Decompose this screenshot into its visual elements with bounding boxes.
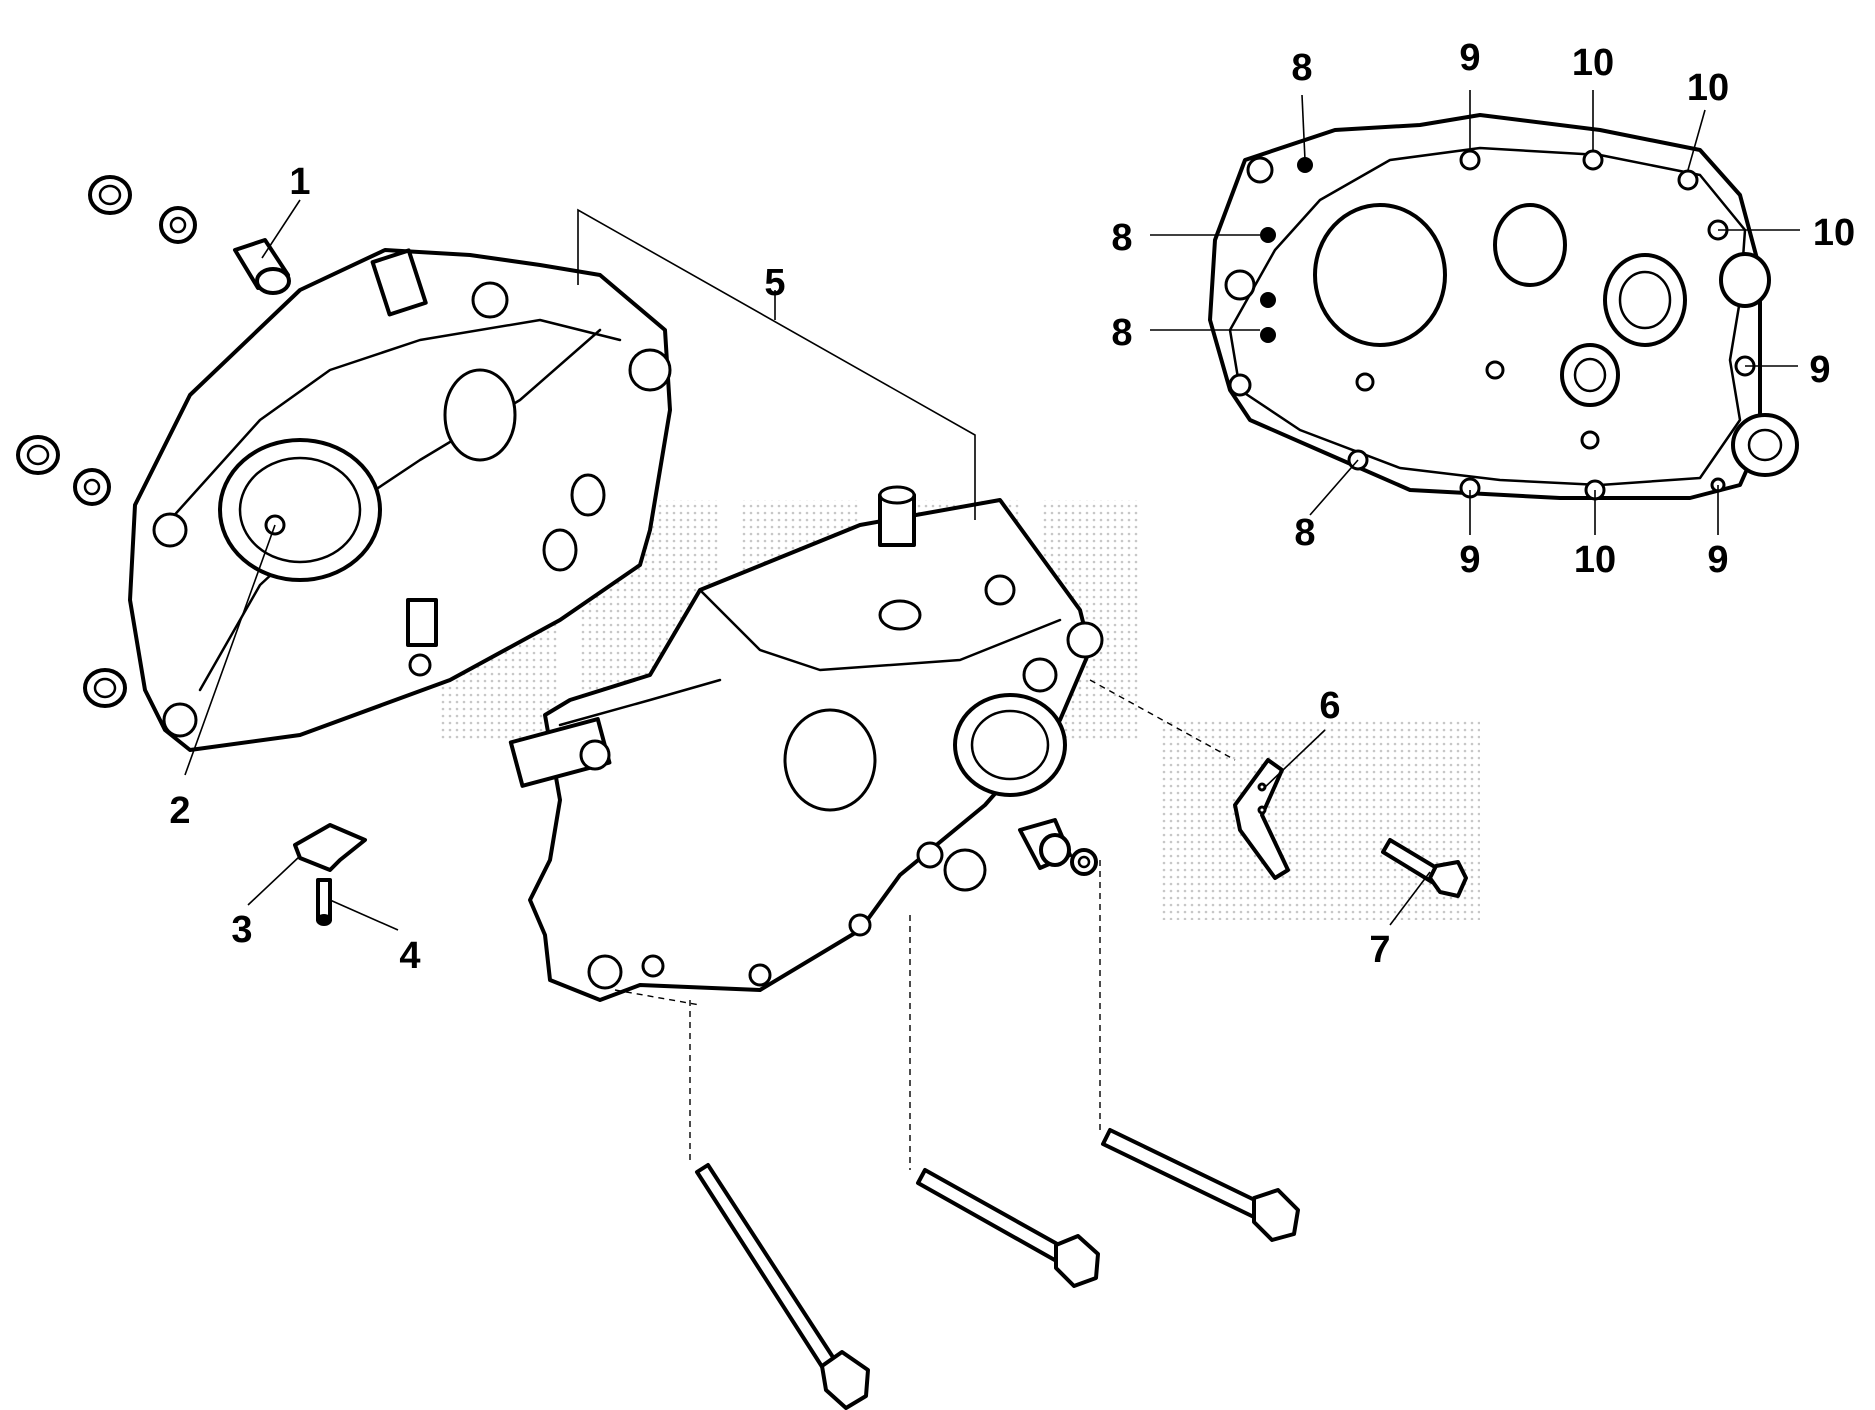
callout-1: 1 <box>289 161 310 203</box>
callout-labels: 1 2 3 4 5 6 7 8 8 8 8 9 9 9 9 10 10 10 1… <box>169 37 1855 977</box>
callout-10-top-left: 10 <box>1572 42 1614 84</box>
callout-9-right: 9 <box>1809 349 1830 391</box>
right-crankcase-cover <box>1208 113 1799 501</box>
callout-leaders <box>184 90 1800 931</box>
callout-9-bottom-left: 9 <box>1459 539 1480 581</box>
cap-and-washer-set <box>16 175 291 708</box>
callout-10-right: 10 <box>1813 212 1855 254</box>
callout-5: 5 <box>764 262 785 304</box>
callout-9-top: 9 <box>1459 37 1480 79</box>
callout-8-bottom: 8 <box>1294 512 1315 554</box>
leader-bracket-5 <box>577 208 976 520</box>
alignment-lines <box>614 679 1236 1170</box>
callout-2: 2 <box>169 790 190 832</box>
callout-8-left-lower: 8 <box>1111 312 1132 354</box>
callout-6: 6 <box>1319 685 1340 727</box>
callout-7: 7 <box>1369 929 1390 971</box>
dowel-bushings <box>1018 818 1098 876</box>
callout-4: 4 <box>399 935 420 977</box>
callout-10-bottom: 10 <box>1574 539 1616 581</box>
callout-8-top: 8 <box>1291 47 1312 89</box>
callout-9-bottom-right: 9 <box>1707 539 1728 581</box>
clip-part-3 <box>293 823 367 872</box>
long-bolt-b <box>916 1168 1100 1288</box>
long-bolt-c <box>1101 1128 1300 1242</box>
bolt-part-7 <box>1381 838 1468 898</box>
callout-8-left-upper: 8 <box>1111 217 1132 259</box>
long-bolt-a <box>695 1163 870 1410</box>
callout-10-top-right: 10 <box>1687 67 1729 109</box>
left-crankcase-half <box>128 248 672 752</box>
center-crankcase-half <box>508 485 1104 1002</box>
screw-part-4 <box>316 878 332 926</box>
bracket-part-6 <box>1233 758 1290 880</box>
callout-3: 3 <box>231 909 252 951</box>
